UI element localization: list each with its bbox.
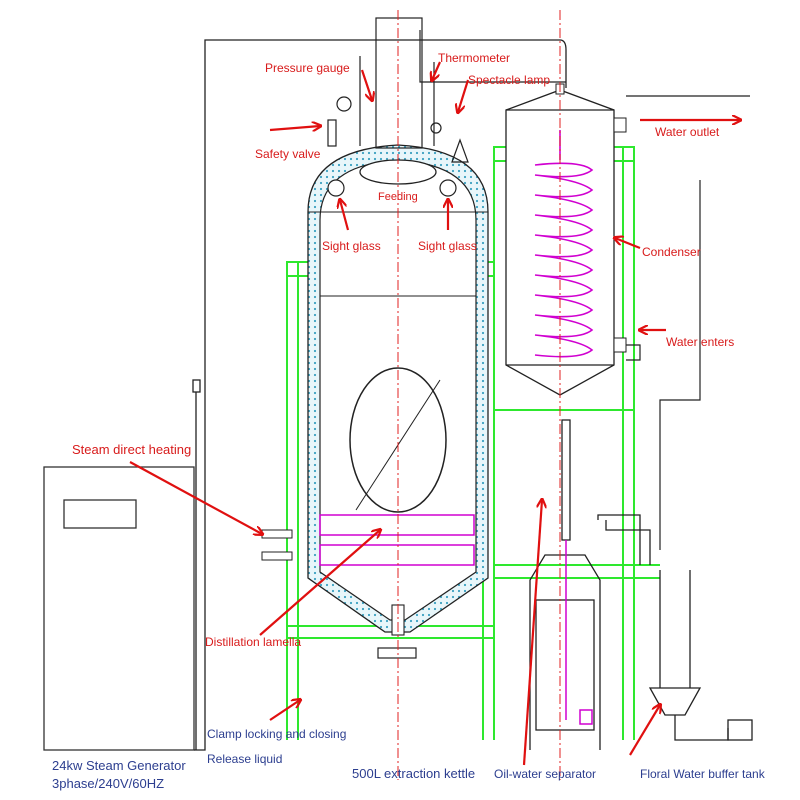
vapor-pipe [419, 30, 566, 83]
label-oil-water-separator: Oil-water separator [494, 767, 596, 781]
label-water-enters: Water enters [666, 335, 734, 349]
label-safety-valve: Safety valve [255, 147, 321, 161]
label-pressure-gauge: Pressure gauge [265, 61, 350, 75]
arrow-clamp [269, 700, 300, 721]
label-floral-water-tank: Floral Water buffer tank [640, 767, 766, 781]
label-generator-power: 3phase/240V/60HZ [52, 776, 164, 791]
label-sight-glass-right: Sight glass [418, 239, 477, 253]
label-distillation-lamella: Distillation lamella [205, 635, 301, 649]
label-water-outlet: Water outlet [655, 125, 720, 139]
oil-water-separator [529, 419, 651, 750]
separator-drain-valve [579, 709, 593, 725]
label-extraction-kettle: 500L extraction kettle [352, 766, 475, 781]
arrow-thermometer [432, 61, 442, 80]
label-spectacle-lamp: Spectacle lamp [468, 73, 550, 87]
arrow-safety-valve [269, 126, 320, 130]
label-steam-direct-heating: Steam direct heating [72, 442, 191, 457]
arrow-spectacle-lamp [458, 79, 470, 112]
label-feeding: Feeding [378, 191, 418, 203]
arrow-condenser [615, 238, 641, 250]
steam-generator [43, 466, 195, 751]
label-thermometer: Thermometer [438, 51, 510, 65]
label-generator-model: 24kw Steam Generator [52, 758, 186, 773]
floral-water-buffer-tank [648, 570, 753, 741]
arrow-oil-water-separator [522, 500, 542, 766]
generator-feed-pipe [192, 39, 567, 751]
annotation-arrows [129, 61, 740, 766]
steam-coil [319, 514, 475, 566]
arrow-floral-water [629, 705, 660, 756]
extraction-kettle [261, 144, 489, 659]
arrow-sight-glass-left [340, 200, 350, 231]
label-condenser: Condenser [642, 245, 701, 259]
label-sight-glass-left: Sight glass [322, 239, 381, 253]
arrow-pressure-gauge [360, 69, 372, 100]
label-release-liquid: Release liquid [207, 752, 282, 766]
label-clamp-locking: Clamp locking and closing [207, 727, 346, 741]
centre-axes [397, 10, 561, 780]
arrow-steam-heating [129, 461, 262, 534]
arrow-distillation-lamella [259, 530, 380, 636]
cooling-water-piping [626, 95, 750, 550]
